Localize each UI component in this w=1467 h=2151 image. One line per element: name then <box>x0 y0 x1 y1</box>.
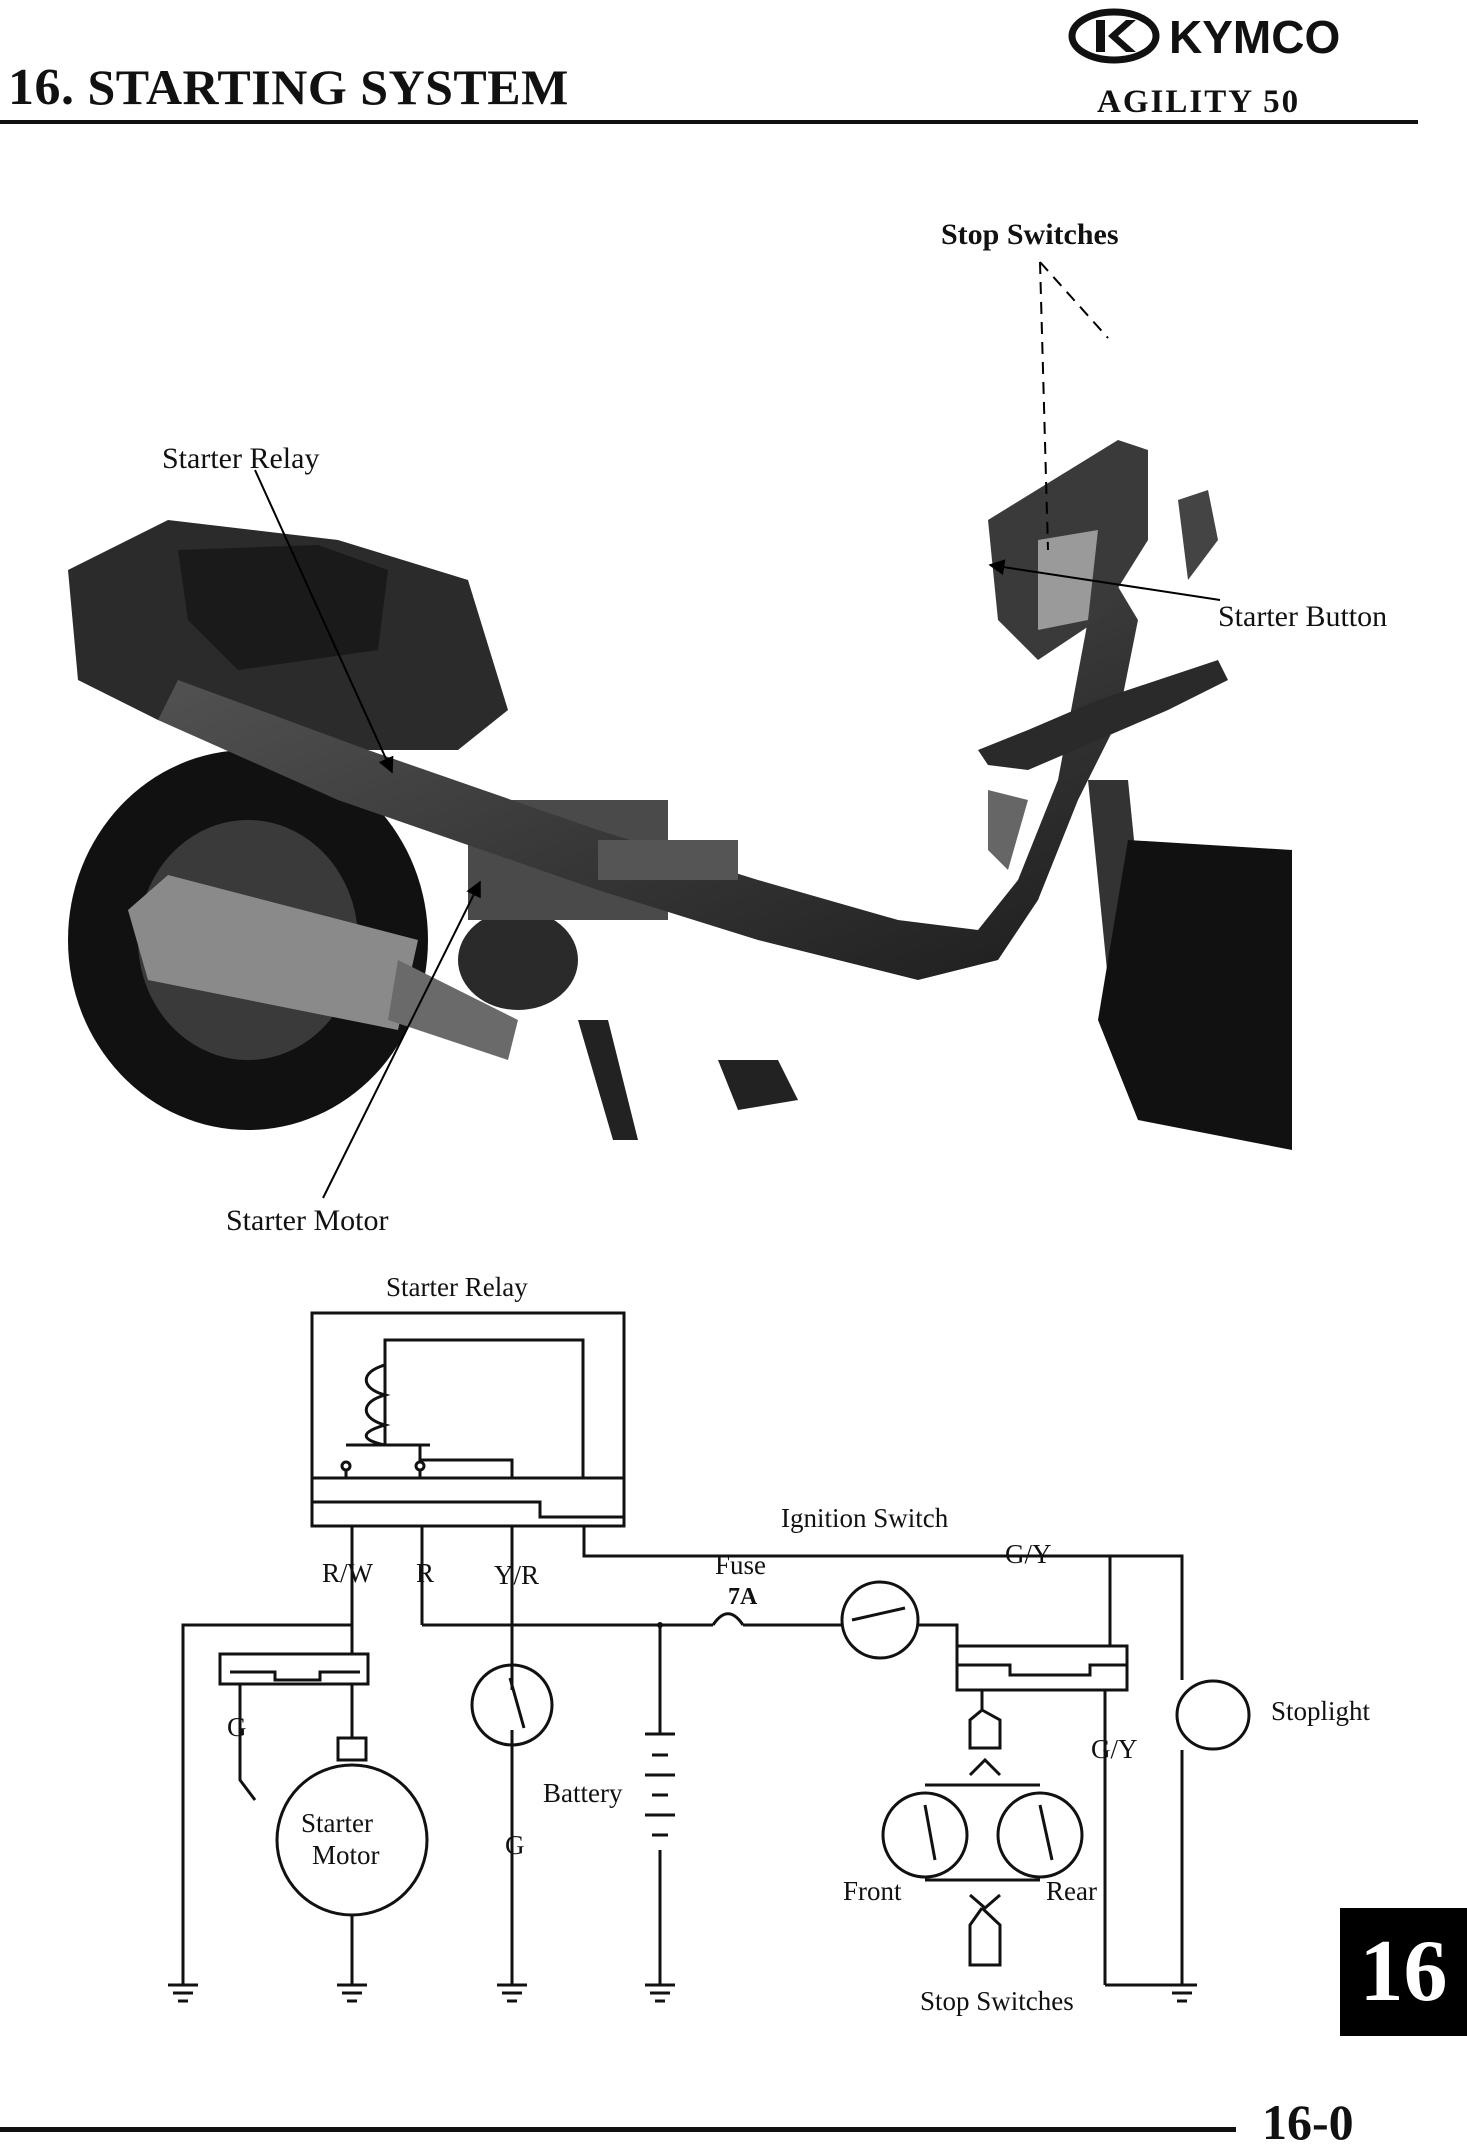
diagram-fuse: Fuse <box>715 1550 767 1580</box>
page-number: 16-0 <box>1262 2094 1354 2150</box>
diagram-ignition-switch: Ignition Switch <box>781 1503 949 1533</box>
diagram-stop-switches: Stop Switches <box>920 1986 1074 2016</box>
photo-callouts <box>254 261 1221 1199</box>
chapter-tab: 16 <box>1340 1908 1467 2036</box>
page-title: 16. STARTING SYSTEM <box>8 58 569 117</box>
wire-g-left: G <box>227 1712 247 1742</box>
diagram-starter-motor-line1: Starter <box>301 1808 373 1838</box>
starter-relay-box <box>310 1311 626 1528</box>
diagram-starter-motor-line2: Motor <box>312 1840 380 1870</box>
diagram-fuse-rating: 7A <box>728 1584 758 1610</box>
diagram-starter-relay: Starter Relay <box>386 1272 528 1302</box>
wire-gy-side: G/Y <box>1091 1734 1138 1764</box>
scooter-photo <box>68 440 1292 1150</box>
label-starter-motor: Starter Motor <box>226 1204 389 1237</box>
chapter-number: 16. <box>8 59 75 116</box>
ground-symbols <box>168 1983 1197 2003</box>
chapter-title: STARTING SYSTEM <box>87 59 569 115</box>
wire-r: R <box>416 1558 435 1588</box>
wiring-diagram <box>168 1311 1251 2003</box>
label-stop-switches: Stop Switches <box>941 218 1119 251</box>
diagram-front: Front <box>843 1876 902 1906</box>
diagram-battery: Battery <box>543 1778 623 1808</box>
footer-rule <box>0 2127 1236 2132</box>
label-starter-relay: Starter Relay <box>162 442 320 475</box>
wire-yr: Y/R <box>494 1560 540 1590</box>
wire-g-mid: G <box>505 1830 525 1860</box>
model-name: AGILITY 50 <box>1097 84 1301 120</box>
wire-rw: R/W <box>322 1558 373 1588</box>
label-starter-button: Starter Button <box>1218 600 1388 633</box>
diagram-stoplight: Stoplight <box>1271 1696 1371 1726</box>
brand-name: KYMCO <box>1169 11 1340 63</box>
kymco-logo: KYMCO <box>1068 8 1340 64</box>
diagram-rear: Rear <box>1046 1876 1097 1906</box>
header-rule <box>0 120 1418 124</box>
wire-gy-top: G/Y <box>1005 1539 1052 1569</box>
